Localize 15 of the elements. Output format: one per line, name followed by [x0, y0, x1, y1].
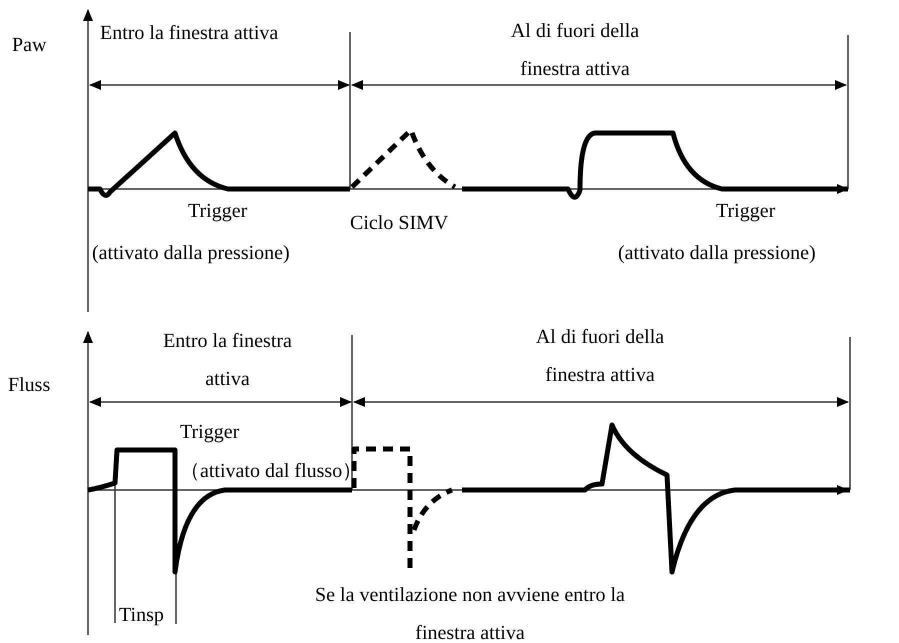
- trigger-label: Trigger: [716, 199, 776, 224]
- axis-label: Fluss: [8, 373, 50, 398]
- window-label: Entro la finestra attiva: [162, 329, 293, 392]
- axis-label: Paw: [12, 33, 46, 58]
- trigger-note: (attivato dalla pressione): [92, 241, 290, 266]
- time-label: Tinsp: [119, 603, 164, 628]
- trigger-note: (attivato dalla pressione): [618, 241, 816, 266]
- window-label: Entro la finestra attiva: [100, 21, 278, 46]
- window-label: Al di fuori della finestra attiva: [534, 325, 666, 388]
- trigger-label: Trigger: [188, 199, 248, 224]
- trigger-label: Trigger: [180, 420, 240, 445]
- trigger-note: （attivato dal flusso）: [180, 459, 362, 484]
- note-text: Se la ventilazione non avviene entro la finestra attiva: [314, 583, 626, 643]
- cycle-label: Ciclo SIMV: [350, 211, 448, 236]
- window-label: Al di fuori della finestra attiva: [510, 19, 640, 82]
